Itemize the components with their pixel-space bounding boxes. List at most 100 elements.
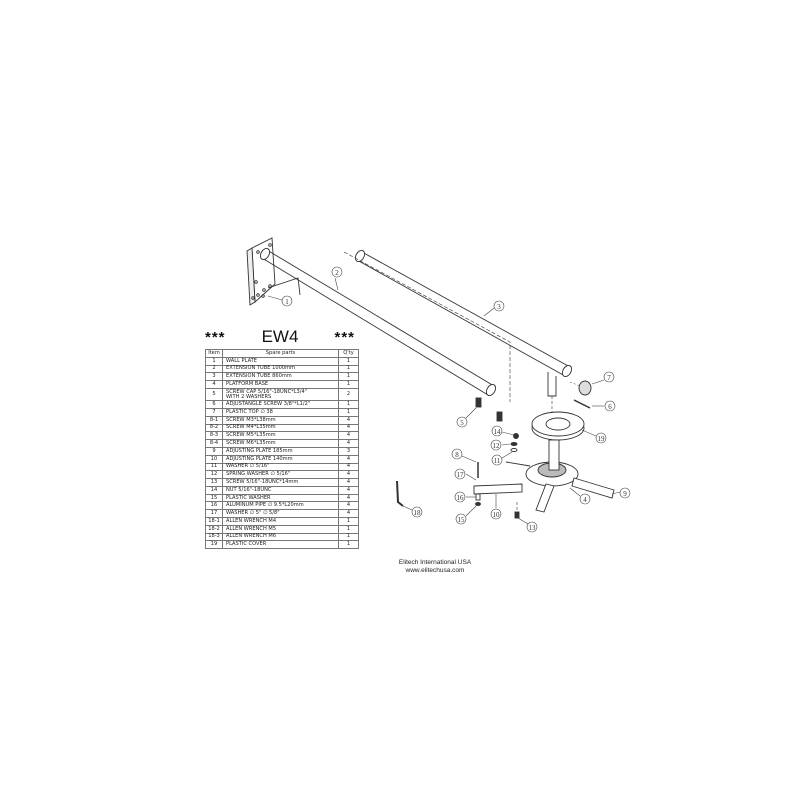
header-spare-parts: Spare parts (222, 349, 339, 358)
row-quantity: 1 (338, 364, 359, 374)
callout-7: 7 (591, 371, 615, 385)
row-item-number: 18-3 (205, 532, 223, 542)
row-quantity: 1 (338, 372, 359, 382)
callout-6: 6 (592, 400, 616, 412)
row-quantity: 3 (338, 446, 359, 456)
row-item-number: 11 (205, 462, 223, 472)
callout-3: 3 (483, 300, 505, 317)
row-quantity: 1 (338, 380, 359, 389)
row-quantity: 4 (338, 470, 359, 480)
row-part-name: ALLEN WRENCH M6 (222, 532, 339, 542)
svg-text:10: 10 (493, 511, 501, 519)
row-item-number: 14 (205, 485, 223, 495)
plastic-cover-part (531, 411, 585, 441)
extension-tube-860mm (354, 249, 573, 397)
row-quantity: 4 (338, 415, 359, 425)
callout-5: 5 (456, 407, 477, 428)
row-quantity: 4 (338, 493, 359, 503)
row-quantity: 1 (338, 532, 359, 542)
row-part-name: ALUMINUM PIPE ∅ 9.5*L20mm (222, 501, 339, 511)
row-part-name: PLASTIC TOP ∅ 38 (222, 408, 339, 417)
row-quantity: 4 (338, 509, 359, 518)
svg-text:14: 14 (494, 428, 502, 436)
row-part-name: ALLEN WRENCH M4 (222, 517, 339, 526)
svg-text:4: 4 (583, 496, 587, 504)
row-quantity: 4 (338, 478, 359, 487)
row-part-name: SCREW M3*L38mm (222, 415, 339, 425)
row-item-number: 17 (205, 509, 223, 518)
row-part-name: SCREW M4*L35mm (222, 423, 339, 433)
model-name: EW4 (261, 327, 299, 346)
svg-text:13: 13 (529, 524, 537, 532)
row-quantity: 4 (338, 485, 359, 495)
row-quantity: 1 (338, 517, 359, 526)
callout-4: 4 (569, 487, 591, 505)
row-item-number: 8-3 (205, 431, 223, 441)
row-part-name: SCREW M6*L35mm (222, 439, 339, 448)
callout-19: 19 (581, 429, 607, 444)
stars-left: *** (205, 328, 226, 346)
row-item-number: 12 (205, 470, 223, 480)
callout-1: 1 (267, 295, 293, 307)
svg-text:2: 2 (335, 269, 339, 277)
svg-text:17: 17 (457, 471, 465, 479)
row-quantity: 1 (338, 400, 359, 410)
svg-text:11: 11 (494, 457, 501, 465)
row-part-name: SCREW CAP 5/16"-18UNC*L3/4" WITH 2 WASHE… (222, 387, 339, 402)
svg-text:19: 19 (598, 435, 606, 443)
row-item-number: 4 (205, 380, 223, 389)
row-item-number: 19 (205, 540, 223, 550)
row-part-name: WASHER ∅ 5/16" (222, 462, 339, 472)
row-quantity: 1 (338, 524, 359, 534)
table-header-row: Item Spare parts Q'ty (205, 349, 359, 358)
callout-9: 9 (611, 487, 631, 499)
row-item-number: 18-2 (205, 524, 223, 534)
row-item-number: 8-4 (205, 439, 223, 448)
row-part-name: SCREW 5/16"-18UNC*14mm (222, 478, 339, 487)
row-quantity: 1 (338, 540, 359, 550)
row-quantity: 4 (338, 501, 359, 511)
callout-12: 12 (490, 439, 511, 451)
callout-11: 11 (491, 451, 513, 466)
svg-text:7: 7 (607, 374, 611, 382)
callout-13: 13 (517, 517, 538, 533)
stars-right: *** (334, 328, 355, 346)
row-item-number: 8-2 (205, 423, 223, 433)
svg-text:12: 12 (493, 442, 501, 450)
row-quantity: 4 (338, 431, 359, 441)
row-quantity: 4 (338, 439, 359, 448)
row-item-number: 3 (205, 372, 223, 382)
svg-text:6: 6 (608, 403, 612, 411)
row-item-number: 5 (205, 387, 223, 402)
svg-text:1: 1 (285, 298, 289, 306)
callout-10: 10 (490, 494, 502, 520)
svg-text:8: 8 (455, 451, 459, 459)
platform-base-part (505, 439, 615, 513)
row-quantity: 4 (338, 423, 359, 433)
row-part-name: PLASTIC WASHER (222, 493, 339, 503)
row-part-name: EXTENSION TUBE 860mm (222, 372, 339, 382)
row-item-number: 6 (205, 400, 223, 410)
row-item-number: 8-1 (205, 415, 223, 425)
row-part-name: NUT 5/16"-18UNC (222, 485, 339, 495)
svg-text:3: 3 (497, 303, 501, 311)
row-part-name: ADJUSTANGLE SCREW 3/8"*L1/2" (222, 400, 339, 410)
row-quantity: 4 (338, 454, 359, 464)
